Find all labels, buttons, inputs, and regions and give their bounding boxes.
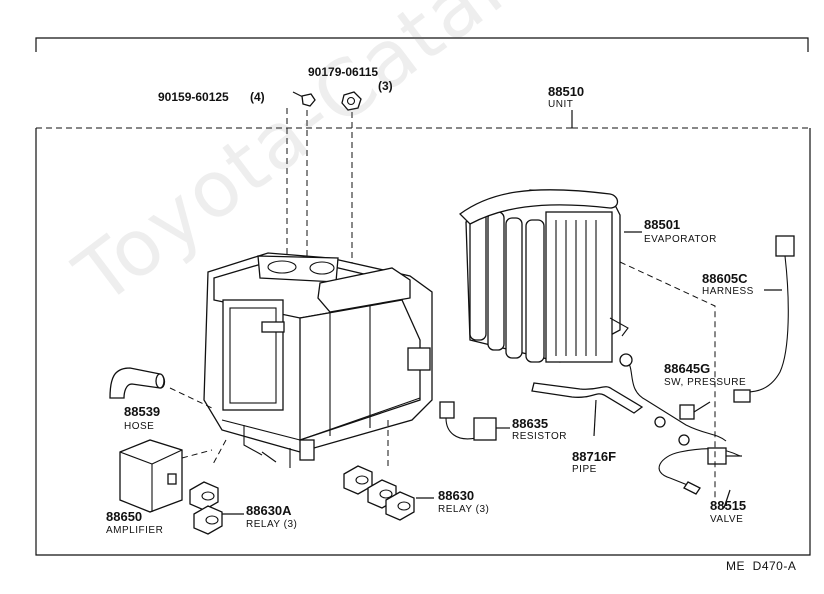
svg-text:88630: 88630 xyxy=(438,488,474,503)
evaporator-part[interactable] xyxy=(459,189,642,363)
svg-text:88510: 88510 xyxy=(548,84,584,99)
label-valve: 88515 VALVE xyxy=(710,498,746,525)
unit-housing[interactable] xyxy=(203,252,433,468)
diagram-code: ME D470-A xyxy=(726,559,796,573)
svg-text:RELAY (3): RELAY (3) xyxy=(246,519,297,530)
svg-text:88645G: 88645G xyxy=(664,361,710,376)
svg-text:EVAPORATOR: EVAPORATOR xyxy=(644,234,717,245)
svg-text:90179-06115: 90179-06115 xyxy=(308,65,378,79)
label-pressure-switch: 88645G SW, PRESSURE xyxy=(664,361,746,388)
svg-text:88501: 88501 xyxy=(644,217,680,232)
svg-text:AMPLIFIER: AMPLIFIER xyxy=(106,525,163,536)
label-resistor: 88635 RESISTOR xyxy=(512,416,567,442)
svg-text:RESISTOR: RESISTOR xyxy=(512,431,567,442)
svg-text:UNIT: UNIT xyxy=(548,99,573,110)
svg-text:HARNESS: HARNESS xyxy=(702,286,754,297)
label-bolt: 90159-60125 (4) xyxy=(158,90,265,104)
relay-3 xyxy=(385,491,415,521)
pipe-part[interactable] xyxy=(531,353,727,446)
svg-text:88539: 88539 xyxy=(124,404,160,419)
resistor-part[interactable] xyxy=(439,401,510,441)
label-nut: 90179-06115 (3) xyxy=(308,65,393,93)
label-pipe: 88716F PIPE xyxy=(572,449,616,475)
label-unit: 88510 UNIT xyxy=(548,84,584,110)
relay-a-1 xyxy=(189,481,219,511)
svg-text:90159-60125: 90159-60125 xyxy=(158,90,229,104)
hose-part[interactable] xyxy=(109,367,166,399)
svg-text:88515: 88515 xyxy=(710,498,746,513)
svg-text:88635: 88635 xyxy=(512,416,548,431)
label-harness: 88605C HARNESS xyxy=(702,271,754,297)
label-relay: 88630 RELAY (3) xyxy=(438,488,489,515)
label-evaporator: 88501 EVAPORATOR xyxy=(644,217,717,245)
valve-part[interactable] xyxy=(658,447,742,509)
harness-part[interactable] xyxy=(733,235,795,403)
bolt-part[interactable] xyxy=(286,91,316,335)
outer-frame xyxy=(35,37,811,556)
svg-text:(3): (3) xyxy=(378,79,393,93)
svg-text:SW, PRESSURE: SW, PRESSURE xyxy=(664,377,746,388)
relay-a-2 xyxy=(193,505,223,535)
label-relay-a: 88630A RELAY (3) xyxy=(246,503,297,530)
svg-text:88650: 88650 xyxy=(106,509,142,524)
label-amplifier: 88650 AMPLIFIER xyxy=(106,509,163,536)
label-hose: 88539 HOSE xyxy=(124,404,160,432)
svg-text:RELAY (3): RELAY (3) xyxy=(438,504,489,515)
relay-parts[interactable] xyxy=(343,465,434,521)
amplifier-part[interactable] xyxy=(119,439,213,513)
relay-a-parts[interactable] xyxy=(189,481,244,535)
svg-text:88716F: 88716F xyxy=(572,449,616,464)
svg-text:HOSE: HOSE xyxy=(124,421,154,432)
svg-text:88630A: 88630A xyxy=(246,503,292,518)
svg-text:VALVE: VALVE xyxy=(710,514,743,525)
svg-text:88605C: 88605C xyxy=(702,271,748,286)
pressure-switch-part[interactable] xyxy=(679,401,711,420)
svg-text:(4): (4) xyxy=(250,90,265,104)
svg-text:PIPE: PIPE xyxy=(572,464,597,475)
leader-lines xyxy=(169,261,716,500)
